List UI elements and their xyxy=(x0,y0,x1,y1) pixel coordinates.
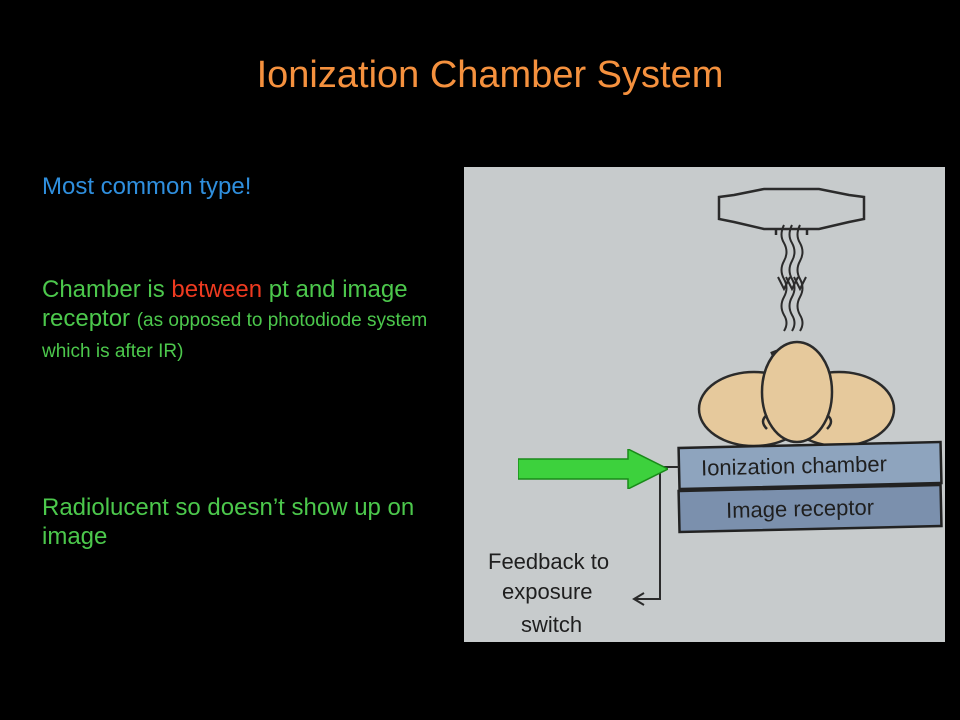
emphasis-between: between xyxy=(171,276,263,303)
feedback-label-line3: switch xyxy=(521,612,582,637)
feedback-line-icon xyxy=(632,466,679,606)
bullet-most-common: Most common type! xyxy=(42,173,252,200)
image-receptor-box xyxy=(677,483,943,534)
bullet-text: pt and image receptor xyxy=(42,276,408,332)
ionization-chamber-diagram: Ionization chamber Image receptor Feedba… xyxy=(464,167,945,642)
image-receptor-label: Image receptor xyxy=(726,495,874,523)
feedback-label-line1: Feedback to xyxy=(488,549,609,574)
bullet-note: (as opposed to photodiode system which i… xyxy=(42,310,428,362)
bullet-chamber-position: Chamber is between pt and image receptor… xyxy=(42,275,442,366)
slide-title: Ionization Chamber System xyxy=(256,54,724,96)
bullet-text: Chamber is xyxy=(42,276,172,303)
green-right-arrow-icon xyxy=(518,449,668,489)
x-ray-beam-icon xyxy=(777,224,807,332)
ionization-chamber-box xyxy=(677,440,943,491)
x-ray-tube-icon xyxy=(717,187,866,235)
ionization-chamber-label: Ionization chamber xyxy=(701,451,887,480)
diagram-canvas: Ionization chamber Image receptor Feedba… xyxy=(488,187,943,637)
bullet-radiolucent: Radiolucent so doesn’t show up on image xyxy=(42,494,415,550)
feedback-label-line2: exposure xyxy=(502,579,593,604)
patient-head-icon xyxy=(697,340,896,448)
